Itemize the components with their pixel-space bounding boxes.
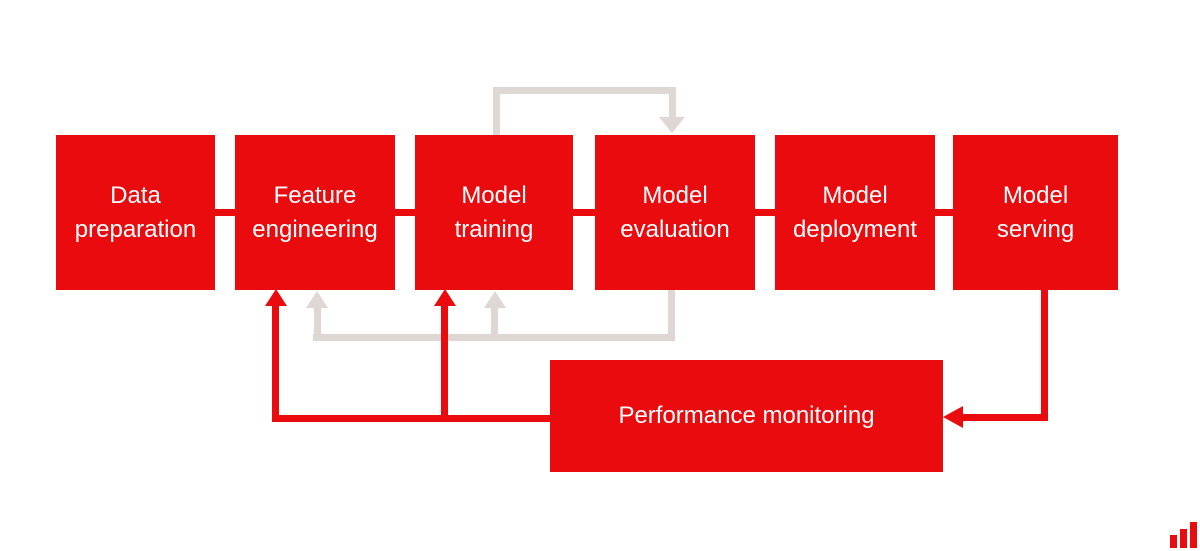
gray-top-loop-vertical-right: [669, 87, 676, 118]
gray-bottom-loop-riser-model-training: [491, 308, 498, 334]
red-feedback-horizontal: [272, 415, 550, 422]
red-serving-horizontal: [961, 414, 1048, 421]
box-data-preparation: Data preparation: [56, 135, 215, 290]
box-performance-monitoring: Performance monitoring: [550, 360, 943, 472]
logo-bar-small: [1170, 535, 1177, 548]
gray-top-loop-horizontal: [493, 87, 676, 94]
connector-preparation-to-engineering: [215, 209, 235, 216]
box-feature-engineering: Feature engineering: [235, 135, 395, 290]
connector-training-to-evaluation: [573, 209, 595, 216]
connector-deployment-to-serving: [935, 209, 953, 216]
red-feedback-riser-feature-engineering: [272, 305, 279, 422]
logo-bar-large: [1190, 522, 1197, 548]
gray-arrowhead-up-model-training-icon: [484, 291, 506, 308]
box-model-deployment: Model deployment: [775, 135, 935, 290]
gray-arrowhead-up-feature-engineering-icon: [306, 291, 328, 308]
red-arrowhead-up-model-training-icon: [434, 289, 456, 306]
logo-bar-medium: [1180, 529, 1187, 548]
connector-engineering-to-training: [395, 209, 415, 216]
box-model-serving: Model serving: [953, 135, 1118, 290]
gray-bottom-loop-horizontal: [313, 334, 675, 341]
red-arrowhead-left-icon: [943, 406, 963, 428]
box-model-evaluation: Model evaluation: [595, 135, 755, 290]
gray-bottom-loop-vertical-from-evaluation: [668, 290, 675, 341]
red-serving-vertical: [1041, 290, 1048, 421]
bar-chart-logo-icon: [1170, 522, 1197, 548]
connector-evaluation-to-deployment: [755, 209, 775, 216]
box-model-training: Model training: [415, 135, 573, 290]
red-arrowhead-up-feature-engineering-icon: [265, 289, 287, 306]
gray-top-loop-vertical-left: [493, 87, 500, 135]
gray-arrowhead-down-icon: [659, 117, 685, 133]
gray-bottom-loop-riser-feature-engineering: [314, 308, 321, 334]
red-feedback-riser-model-training: [441, 305, 448, 422]
